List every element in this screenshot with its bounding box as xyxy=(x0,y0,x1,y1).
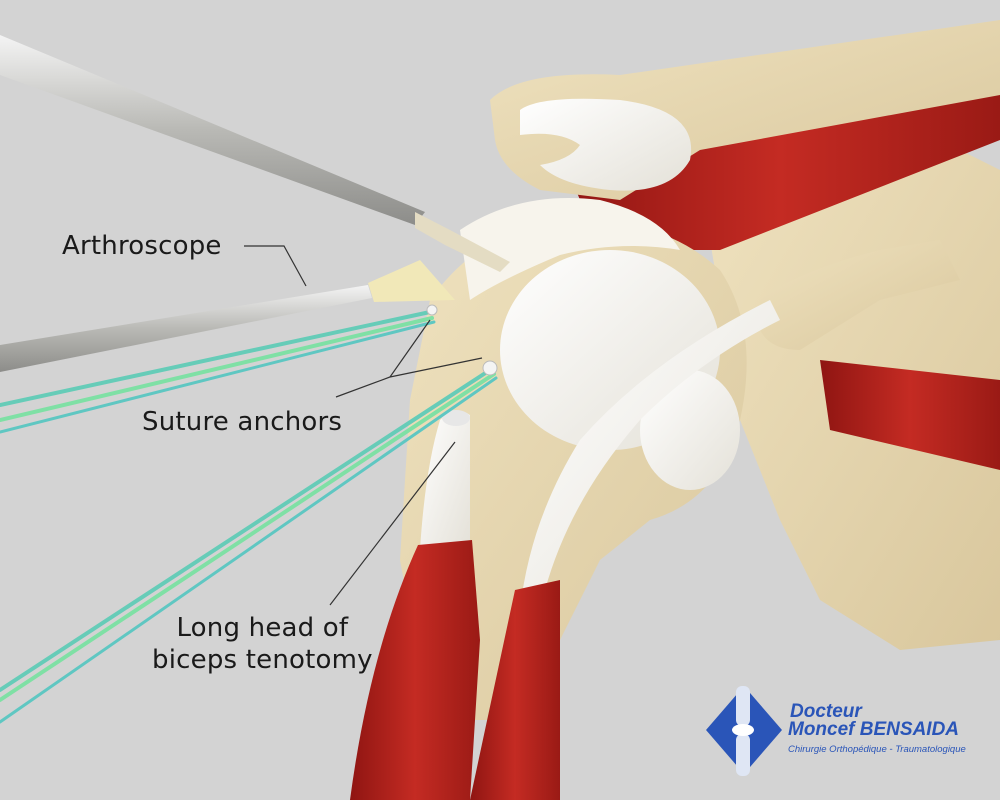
suture-anchors-leader-2 xyxy=(389,357,483,378)
acromion-clavicle xyxy=(490,20,1000,350)
clinic-logo: Docteur Moncef BENSAIDA Chirurgie Orthop… xyxy=(704,682,994,778)
biceps-label-line1: Long head of xyxy=(176,613,349,643)
biceps-label-line2: biceps tenotomy xyxy=(152,645,373,675)
leader-lines xyxy=(244,245,483,606)
logo-line2: Moncef BENSAIDA xyxy=(788,719,960,740)
arthroscope-instrument xyxy=(0,260,455,372)
logo-line1: Docteur xyxy=(790,701,862,722)
arthroscope-leader xyxy=(244,245,307,287)
suture-anchors-label: Suture anchors xyxy=(142,407,343,437)
logo-line3: Chirurgie Orthopédique - Traumatologique xyxy=(788,744,966,755)
arthroscope-label: Arthroscope xyxy=(62,231,222,261)
humeral-head xyxy=(400,198,747,721)
long-head-biceps xyxy=(350,410,480,800)
biceps-tenotomy-label: Long head of biceps tenotomy xyxy=(152,612,373,676)
grasper-instrument xyxy=(0,35,510,272)
knee-joint-logo-icon xyxy=(706,686,782,776)
biceps-tenotomy-leader xyxy=(329,441,456,606)
suture-strands xyxy=(0,304,498,724)
short-head-biceps-tendon xyxy=(470,300,780,800)
